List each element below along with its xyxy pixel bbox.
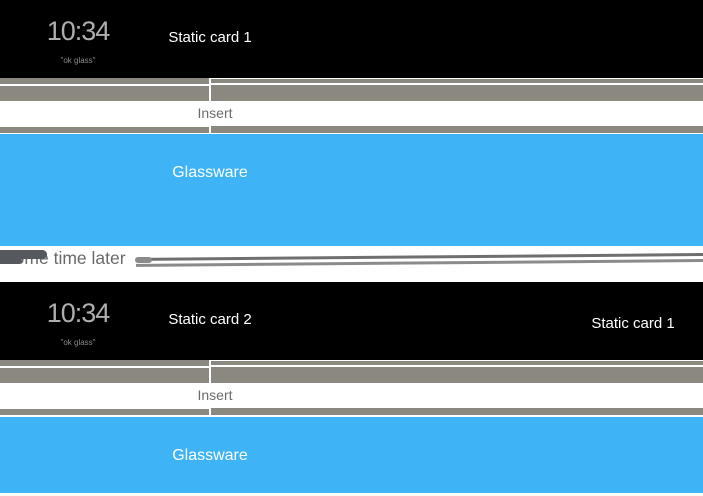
timeline-edge-band xyxy=(211,361,703,365)
timeline-edge-band xyxy=(211,79,703,83)
timeline-edge-band xyxy=(0,126,209,133)
ok-glass-hotword: "ok glass" xyxy=(60,56,96,65)
time-skip-divider: Some time later xyxy=(0,246,703,282)
timeline-edge-band xyxy=(211,125,703,133)
home-card-clock: 10:34 "ok glass" xyxy=(42,16,114,65)
static-card-label: Static card 1 xyxy=(168,29,252,46)
timeline-edge-band xyxy=(211,367,703,383)
timeline-edge-band xyxy=(0,368,209,383)
time-skip-blob-icon xyxy=(0,250,47,259)
glassware-card: Glassware xyxy=(0,417,703,493)
time-skip-step-icon xyxy=(135,257,152,263)
timeline-edge-band xyxy=(211,407,703,415)
clock-time: 10:34 xyxy=(46,16,111,46)
static-card-label-right: Static card 1 xyxy=(591,315,675,332)
home-card-clock: 10:34 "ok glass" xyxy=(42,298,114,347)
timeline-edge-band xyxy=(0,408,209,415)
timeline-strip: 10:34 "ok glass" Static card 2 Static ca… xyxy=(0,282,703,360)
time-skip-blob-icon xyxy=(0,257,22,264)
timeline-edge-band xyxy=(0,78,209,84)
insert-action-label: Insert xyxy=(197,105,233,121)
timeline-edge-band xyxy=(0,360,209,366)
glassware-card-label: Glassware xyxy=(172,164,248,181)
static-card-label: Static card 2 xyxy=(168,311,252,328)
timeline-edge-band xyxy=(0,86,209,101)
timeline-strip: 10:34 "ok glass" Static card 1 xyxy=(0,0,703,78)
glassware-card-label: Glassware xyxy=(172,447,248,464)
timeline-edge-band xyxy=(211,85,703,101)
timeline-state-after: 10:34 "ok glass" Static card 2 Static ca… xyxy=(0,282,703,496)
ok-glass-hotword: "ok glass" xyxy=(60,338,96,347)
clock-time: 10:34 xyxy=(46,298,111,328)
glassware-card: Glassware xyxy=(0,134,703,246)
timeline-state-before: 10:34 "ok glass" Static card 1 Insert Gl… xyxy=(0,0,703,246)
insert-action-label: Insert xyxy=(197,387,233,403)
